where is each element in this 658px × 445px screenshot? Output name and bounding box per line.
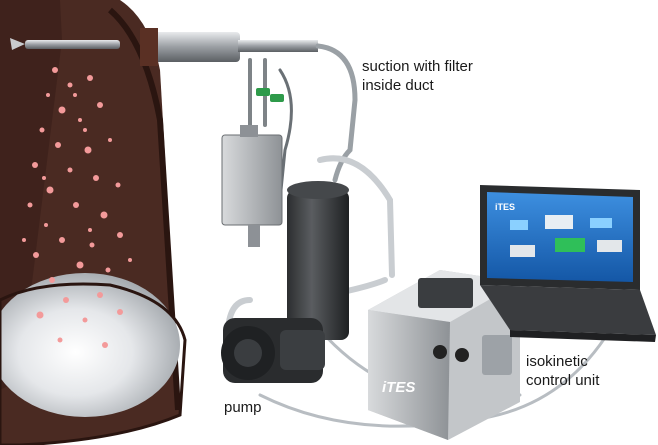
label-suction-line1: suction with filter — [362, 58, 473, 75]
filter-cylinder — [287, 181, 349, 340]
laptop-screen — [487, 192, 633, 282]
control-unit-logo: iTES — [382, 379, 415, 396]
screen-logo: iTES — [495, 202, 515, 212]
label-suction-line2: inside duct — [362, 77, 434, 94]
duct-floor-glow — [0, 273, 180, 417]
label-suction-filter: suction with filter inside duct — [362, 57, 473, 95]
sampling-probe — [10, 28, 318, 66]
vacuum-pump — [221, 318, 325, 383]
duct — [0, 0, 187, 445]
particle-cloud — [22, 67, 132, 348]
junction-box — [221, 125, 283, 247]
label-pump: pump — [224, 399, 262, 416]
label-isokinetic-control-unit: isokinetic control unit — [526, 352, 599, 390]
laptop: iTES — [480, 185, 656, 342]
label-isokinetic-line2: control unit — [526, 372, 600, 389]
label-isokinetic-line1: isokinetic — [526, 353, 588, 370]
